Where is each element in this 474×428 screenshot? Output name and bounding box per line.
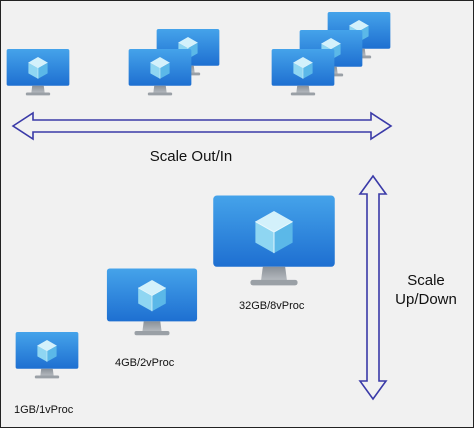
small-vm-size-label: 1GB/1vProc — [14, 404, 74, 416]
scale-up-label-line1: Scale — [407, 272, 445, 289]
vertical-double-arrow-icon — [358, 174, 388, 401]
vm-monitor-icon-small — [15, 326, 79, 386]
scale-up-down-label: Scale Up/Down — [393, 271, 459, 309]
vm-monitor-icon-medium — [106, 260, 198, 346]
horizontal-double-arrow-icon — [11, 111, 393, 141]
medium-vm-size-label: 4GB/2vProc — [115, 357, 175, 369]
scale-up-label-line2: Up/Down — [395, 291, 457, 308]
vm-monitor-icon — [128, 43, 192, 103]
vm-monitor-icon — [6, 43, 70, 103]
large-vm-size-label: 32GB/8vProc — [239, 300, 305, 312]
vm-monitor-icon-large — [212, 185, 336, 299]
scale-out-in-label: Scale Out/In — [149, 148, 233, 165]
vm-monitor-icon — [271, 43, 335, 103]
